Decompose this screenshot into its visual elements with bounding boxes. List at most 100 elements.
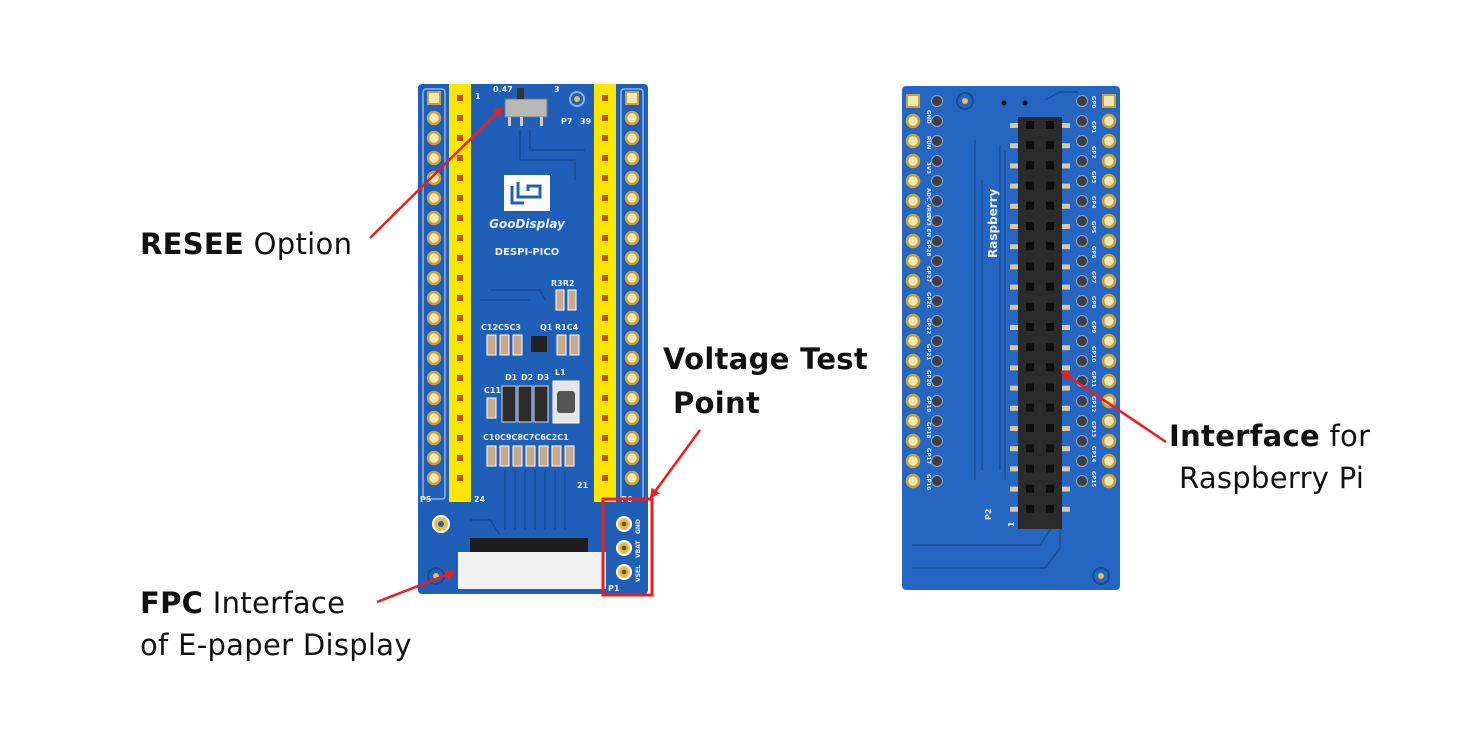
pin-pad xyxy=(624,130,640,146)
raspberry-interface-label-line2: Raspberry Pi xyxy=(1179,461,1365,495)
fpc-label-rest: Interface xyxy=(203,586,346,620)
header-socket xyxy=(1026,444,1034,453)
interface-label-bold: Interface xyxy=(1169,419,1321,453)
via-pad xyxy=(931,295,943,307)
header-pin xyxy=(602,195,608,201)
capacitor xyxy=(499,445,510,467)
header-pin xyxy=(457,415,463,421)
pin-pad xyxy=(905,393,921,409)
header-pin xyxy=(457,475,463,481)
pin-pad xyxy=(426,130,442,146)
pin-pad xyxy=(905,113,921,129)
raspberry-adapter-board: Raspberry P2 1 GNDRUN3V3ADC_VREF3V3_ENGP… xyxy=(902,86,1120,590)
fpc-interface-label: FPC Interface xyxy=(140,582,345,624)
pin-pad xyxy=(624,190,640,206)
pin-label: GP15 xyxy=(1090,471,1096,487)
pin-pad xyxy=(426,370,442,386)
header-socket xyxy=(1026,343,1034,352)
pin-pad xyxy=(1101,173,1117,189)
pin-pad xyxy=(624,150,640,166)
header-holes xyxy=(1010,121,1070,513)
right-pin-labels: GP0GP1GP2GP3GP4GP5GP6GP7GP8GP9GP10GP11GP… xyxy=(1090,96,1096,487)
pin-pad xyxy=(905,153,921,169)
pin-label: 3V3 xyxy=(925,162,931,174)
via xyxy=(1022,100,1028,106)
via-pad xyxy=(1076,295,1088,307)
pin-pad xyxy=(905,193,921,209)
mount-hole xyxy=(1092,567,1110,585)
pin-pad xyxy=(1101,313,1117,329)
header-socket xyxy=(1046,222,1054,230)
via-pad xyxy=(1076,275,1088,287)
pin-pad xyxy=(426,310,442,326)
diode-d1 xyxy=(501,385,517,423)
despi-pico-board: 0.47 3 1 39 P7 GooDisplay DESPI-PICO R3R… xyxy=(418,84,654,597)
pin-pad xyxy=(426,330,442,346)
header-socket xyxy=(1046,504,1054,513)
header-pin xyxy=(602,475,608,481)
header-socket xyxy=(1046,484,1054,493)
via-pad xyxy=(1076,115,1088,127)
header-leg xyxy=(1062,304,1070,310)
pin-label: GP18 xyxy=(925,422,931,438)
pin-label: GP10 xyxy=(1090,346,1096,362)
header-leg xyxy=(1010,385,1018,391)
header-socket xyxy=(1026,484,1034,493)
component-label-c12c5c3: C12C5C3 xyxy=(481,323,521,332)
resee-arrow xyxy=(369,106,504,239)
pin-pad xyxy=(624,290,640,306)
pin-pad xyxy=(1101,293,1117,309)
pin-pad xyxy=(426,190,442,206)
pin-pad xyxy=(1101,453,1117,469)
via-pad xyxy=(1076,435,1088,447)
pin-label: GP7 xyxy=(1090,271,1096,284)
pin-pad xyxy=(905,413,921,429)
pin-label: GP14 xyxy=(1090,446,1096,462)
via-pad xyxy=(931,475,943,487)
header-pin xyxy=(457,335,463,341)
header-pin xyxy=(457,175,463,181)
header-pin xyxy=(602,295,608,301)
header-pin xyxy=(602,335,608,341)
pin-label: 3V3_EN xyxy=(925,214,931,237)
capacitor xyxy=(569,334,580,356)
pin-pad xyxy=(426,290,442,306)
pin-label: GP9 xyxy=(1090,321,1096,334)
mount-hole xyxy=(569,91,585,107)
header-label-21: 21 xyxy=(577,481,589,490)
fpc-connector xyxy=(470,538,588,552)
raspberry-pi-header xyxy=(1018,117,1062,529)
via-pad xyxy=(931,335,943,347)
pin-label: GP19 xyxy=(925,396,931,412)
square-pin-pad xyxy=(625,91,639,105)
header-socket xyxy=(1046,302,1054,311)
pin-pad xyxy=(905,333,921,349)
pin-pad xyxy=(426,410,442,426)
capacitor-row-2 xyxy=(486,334,580,356)
pin-pad xyxy=(905,133,921,149)
pin-pad xyxy=(1101,153,1117,169)
header-socket xyxy=(1046,343,1054,352)
capacitor xyxy=(512,334,523,356)
mount-hole-pad xyxy=(574,96,580,102)
header-socket xyxy=(1026,302,1034,311)
header-pin xyxy=(457,315,463,321)
pin-pad xyxy=(905,453,921,469)
left-pin-labels: GNDRUN3V3ADC_VREF3V3_ENGP28GP27GP26GP22G… xyxy=(925,110,931,490)
pin-label: GP17 xyxy=(925,448,931,464)
header-socket xyxy=(1046,121,1054,129)
header-label-39: 39 xyxy=(580,117,592,126)
header-leg xyxy=(1062,284,1070,290)
pin-label: GP3 xyxy=(1090,171,1096,184)
header-socket xyxy=(1046,282,1054,291)
pin-label: GP4 xyxy=(1090,196,1096,209)
pin-pad xyxy=(624,450,640,466)
switch-leg xyxy=(508,117,511,126)
pin-label: GP16 xyxy=(925,474,931,490)
pin-pad xyxy=(624,230,640,246)
pin-label: GP13 xyxy=(1090,421,1096,437)
pin-pad xyxy=(624,410,640,426)
header-leg xyxy=(1062,466,1070,472)
header-socket xyxy=(1046,323,1054,331)
